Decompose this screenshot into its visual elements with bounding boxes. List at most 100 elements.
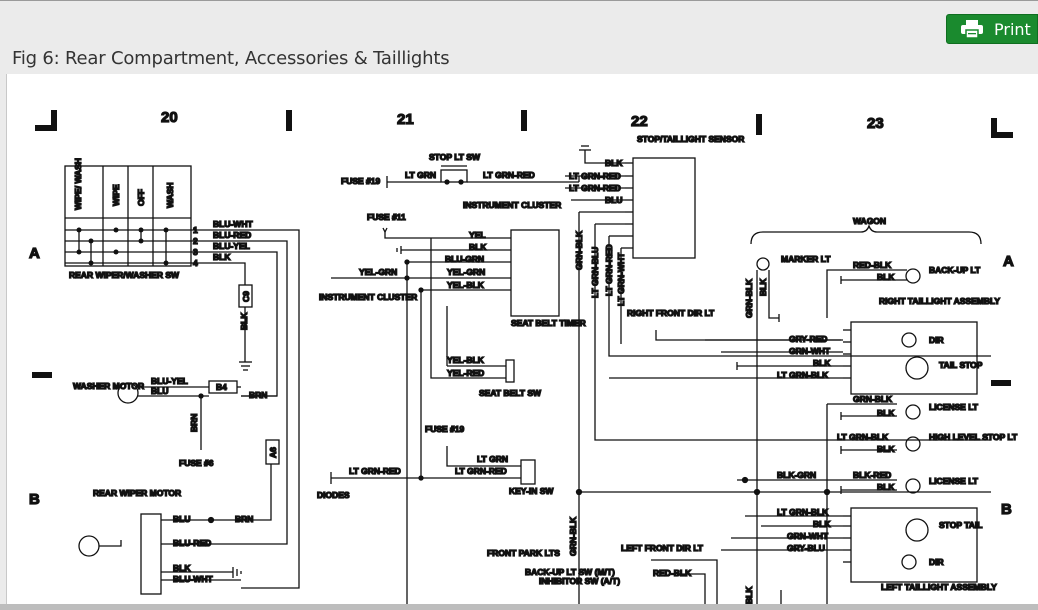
wire-label: BLK (173, 563, 191, 573)
wire-label: BLU-WHT (213, 219, 253, 229)
wire-label: GRN-BLK (568, 516, 578, 556)
wire-label: LT GRN-BLK (777, 370, 829, 380)
switch-position-label: WIPE (111, 184, 121, 206)
instrument-cluster-left-label: INSTRUMENT CLUSTER (319, 292, 417, 302)
stop-taillight-sensor (625, 157, 696, 259)
wire-label: LT GRN-RED (455, 466, 507, 476)
wire-label: LT GRN-BLU (590, 247, 600, 298)
wire-label: BLU-WHT (173, 574, 213, 584)
dir-label: DIR (929, 335, 944, 345)
connector-label: A6 (268, 447, 278, 458)
rear-wiper-motor-label: REAR WIPER MOTOR (93, 488, 181, 498)
wire-label: BLK (758, 278, 768, 296)
backup-lt-sw-label: BACK-UP LT SW (M/T) (525, 567, 615, 577)
seat-belt-timer-label: SEAT BELT TIMER (511, 318, 586, 328)
horizontal-scrollbar[interactable] (0, 604, 1038, 610)
wire-label: BLU-RED (173, 538, 211, 548)
seat-belt-sw-label: SEAT BELT SW (479, 388, 542, 398)
row-label: A (29, 245, 40, 262)
wire-label: GRY-BLU (787, 543, 825, 553)
column-label: 22 (631, 113, 648, 130)
wire-label: BLK (877, 444, 895, 454)
wire-label: BLU-YEL (151, 376, 188, 386)
wire-label: LT GRN-RED (569, 183, 621, 193)
wire-label: LT GRN (477, 454, 508, 464)
wiring-diagram: 20 21 22 23 A B A B WIPE/ WASH WIPE OFF … (6, 74, 1038, 605)
wire-label: LT GRN (405, 170, 436, 180)
wire-label: LT GRN-RED (604, 244, 614, 296)
pin-label: 2 (193, 236, 198, 246)
wire-label: BRN (189, 414, 199, 432)
wire-label: YEL-BLK (447, 355, 485, 365)
wire-label: GRN-BLK (574, 230, 584, 270)
print-button[interactable]: Print (946, 14, 1038, 44)
wire-label: BLK (813, 519, 831, 529)
license-lt-label: LICENSE LT (929, 476, 979, 486)
wire-label: BLK (877, 272, 895, 282)
wire-label: YEL-GRN (359, 267, 397, 277)
wire-label: LT GRN-BLK (837, 432, 889, 442)
stop-taillight-sensor-label: STOP/TAILLIGHT SENSOR (637, 134, 744, 144)
instrument-cluster-top-label: INSTRUMENT CLUSTER (463, 200, 561, 210)
rear-wiper-washer-switch (64, 165, 199, 267)
wire-label: GRY-RED (789, 334, 827, 344)
wagon-bracket (750, 223, 982, 245)
wire-label: BRN (249, 390, 267, 400)
wire-label: BLK (239, 312, 249, 330)
connector-label: B4 (216, 382, 227, 392)
wire-label: BLK (744, 586, 754, 604)
row-label: B (29, 491, 40, 508)
front-park-lts-label: FRONT PARK LTS (487, 548, 560, 558)
fuse-19-bottom-label: FUSE #19 (425, 424, 464, 434)
fuse-6-label: FUSE #6 (179, 458, 214, 468)
column-label: 20 (161, 109, 178, 126)
pin-label: 4 (193, 258, 198, 268)
wire-label: BLU (173, 514, 190, 524)
left-front-dir-lt-label: LEFT FRONT DIR LT (621, 543, 704, 553)
inhibitor-sw-label: INHIBITOR SW (A/T) (539, 576, 620, 586)
back-up-lt-label: BACK-UP LT (929, 265, 981, 275)
wire-label: BLU (605, 195, 622, 205)
wire-label: LT GRN-BLK (777, 507, 829, 517)
stop-tail-label: STOP TAIL (939, 520, 982, 530)
wire-label: LT GRN-RED (349, 466, 401, 476)
left-taillight-assembly-label: LEFT TAILLIGHT ASSEMBLY (881, 582, 997, 592)
right-front-dir-lt-label: RIGHT FRONT DIR LT (627, 308, 715, 318)
switch-position-label: WIPE/ WASH (73, 158, 83, 210)
wire-label: YEL-RED (447, 368, 484, 378)
washer-motor-label: WASHER MOTOR (73, 381, 144, 391)
wire-label: BLU (151, 386, 168, 396)
wire-label: BLK (877, 408, 895, 418)
wires-col23 (609, 257, 978, 604)
license-lt-label: LICENSE LT (929, 402, 979, 412)
wire-label: BLU-GRN (445, 254, 484, 264)
fuse-11-label: FUSE #11 (367, 212, 406, 222)
rear-wiper-washer-sw-label: REAR WIPER/WASHER SW (69, 270, 180, 280)
key-in-sw-label: KEY-IN SW (509, 486, 554, 496)
wires-col20 (78, 229, 300, 595)
wire-label: BLU-RED (213, 230, 251, 240)
row-label: B (1001, 501, 1012, 518)
stop-lt-sw-label: STOP LT SW (429, 152, 481, 162)
wire-label: GRN-WHT (787, 531, 829, 541)
pin-label: 3 (193, 247, 198, 257)
marker-lt-label: MARKER LT (781, 254, 831, 264)
wire-label: BRN (235, 514, 253, 524)
right-taillight-assembly-label: RIGHT TAILLIGHT ASSEMBLY (879, 296, 1000, 306)
fuse-19-top-label: FUSE #19 (341, 176, 380, 186)
wagon-label: WAGON (853, 216, 886, 226)
wire-label: YEL-BLK (447, 280, 485, 290)
print-button-label: Print (994, 19, 1031, 39)
wires-col21 (330, 165, 579, 604)
column-label: 23 (867, 115, 884, 132)
wire-label: BLK (877, 482, 895, 492)
grid-markers (32, 110, 1013, 386)
connector-label: C9 (241, 291, 251, 302)
column-label: 21 (397, 111, 414, 128)
wire-label: GRN-BLK (853, 394, 893, 404)
diodes-label: DIODES (317, 490, 350, 500)
wire-label: RED-BLK (853, 260, 892, 270)
wire-label: BLK-GRN (777, 470, 816, 480)
row-label: A (1003, 253, 1014, 270)
wire-label: BLK (469, 242, 487, 252)
